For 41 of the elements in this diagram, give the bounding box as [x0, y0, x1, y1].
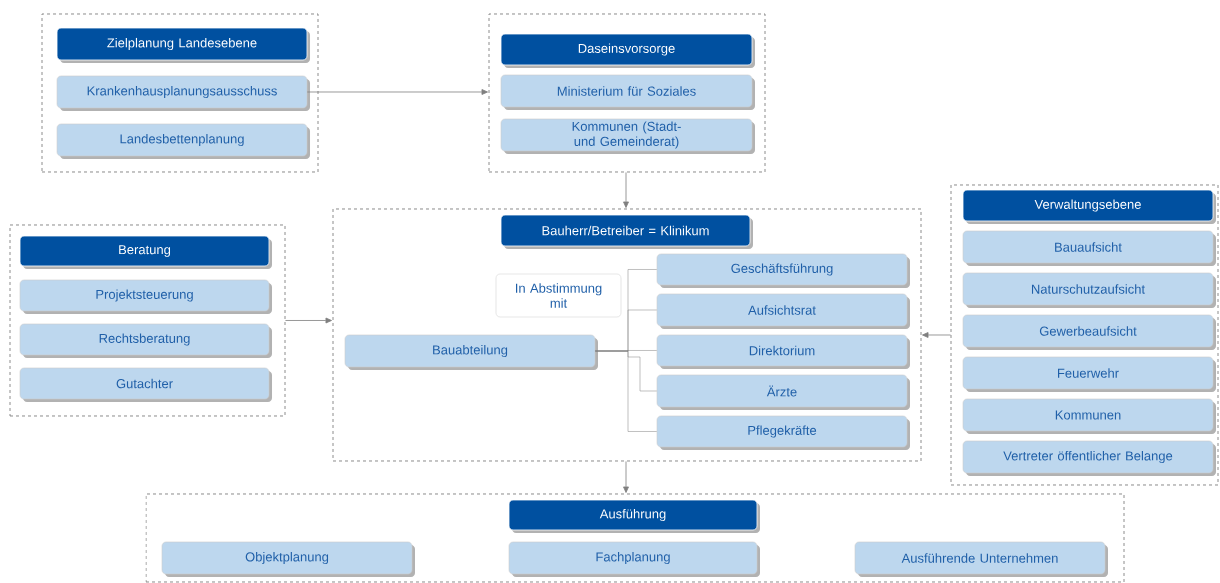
- process-box: Fachplanung: [508, 541, 760, 577]
- process-box: Projektsteuerung: [19, 279, 272, 314]
- group-frame: [41, 13, 319, 173]
- process-box: Direktorium: [656, 334, 910, 369]
- heading-box: Bauherr/Betreiber = Klinikum: [500, 214, 753, 249]
- arrow: [922, 332, 951, 338]
- note-box: In Abstimmung mit: [495, 273, 622, 318]
- process-box: Aufsichtsrat: [656, 293, 910, 329]
- arrow: [285, 317, 332, 324]
- heading-box: Verwaltungsebene: [962, 189, 1216, 224]
- process-box: Feuerwehr: [962, 356, 1216, 392]
- process-box: Kommunen: [962, 398, 1216, 434]
- process-box: Geschäftsführung: [656, 253, 910, 288]
- group-frame: [9, 224, 286, 417]
- process-box: Rechtsberatung: [19, 323, 272, 358]
- arrow: [623, 172, 629, 208]
- group-frame: [488, 13, 766, 173]
- heading-box: Daseinsvorsorge: [500, 33, 755, 68]
- heading-box: Zielplanung Landesebene: [56, 27, 310, 63]
- process-box: Naturschutzaufsicht: [962, 272, 1216, 308]
- process-box: Gewerbeaufsicht: [962, 314, 1216, 350]
- process-box: Objektplanung: [161, 541, 415, 577]
- process-box: Ministerium für Soziales: [500, 74, 755, 110]
- process-box: Bauabteilung: [344, 334, 598, 370]
- process-box: Ausführende Unternehmen: [854, 541, 1108, 577]
- process-box: Kommunen (Stadt- und Gemeinderat): [500, 118, 755, 154]
- group-frame: [145, 493, 1125, 583]
- process-box: Bauaufsicht: [962, 230, 1216, 266]
- group-frame: [950, 184, 1219, 486]
- arrow: [623, 461, 629, 493]
- process-box: Krankenhausplanungsausschuss: [56, 75, 310, 111]
- heading-box: Beratung: [19, 235, 272, 269]
- arrow: [306, 89, 488, 95]
- process-box: Gutachter: [19, 367, 272, 402]
- process-box: Landesbettenplanung: [56, 123, 310, 159]
- group-frame: [332, 208, 922, 462]
- process-box: Pflegekräfte: [656, 415, 910, 450]
- process-box: Ärzte: [656, 374, 910, 410]
- heading-box: Ausführung: [508, 499, 760, 533]
- process-box: Vertreter öffentlicher Belange: [962, 440, 1216, 476]
- connector-line: [595, 350, 657, 432]
